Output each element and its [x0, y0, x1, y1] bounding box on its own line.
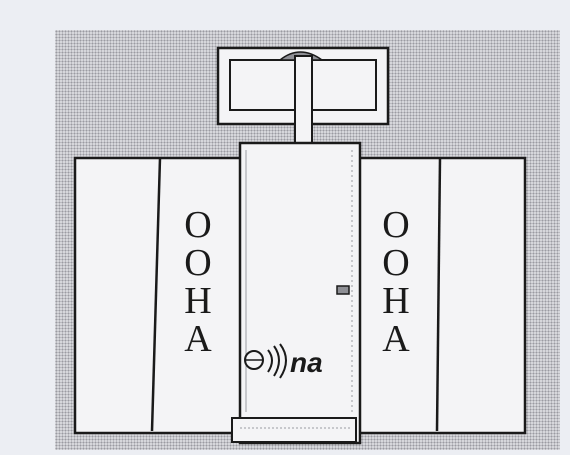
left-letter: O	[184, 204, 212, 246]
right-letter: O	[382, 204, 410, 246]
left-panel-divider	[150, 157, 162, 432]
sign-mast	[294, 55, 313, 149]
left-letter: O	[184, 242, 212, 284]
right-letter: O	[382, 242, 410, 284]
left-panel-lettering: O O H A	[178, 206, 218, 358]
right-panel-lettering: O O H A	[376, 206, 416, 358]
door-handle	[336, 285, 350, 295]
left-letter: A	[184, 318, 212, 360]
right-letter: H	[382, 280, 410, 322]
right-panel-divider	[435, 157, 442, 432]
right-letter: A	[382, 318, 410, 360]
door-logo: na	[240, 342, 340, 382]
logo-signal-icon: na	[244, 343, 323, 379]
door-kick-plate	[231, 417, 357, 443]
left-letter: H	[184, 280, 212, 322]
logo-text: na	[290, 347, 323, 378]
